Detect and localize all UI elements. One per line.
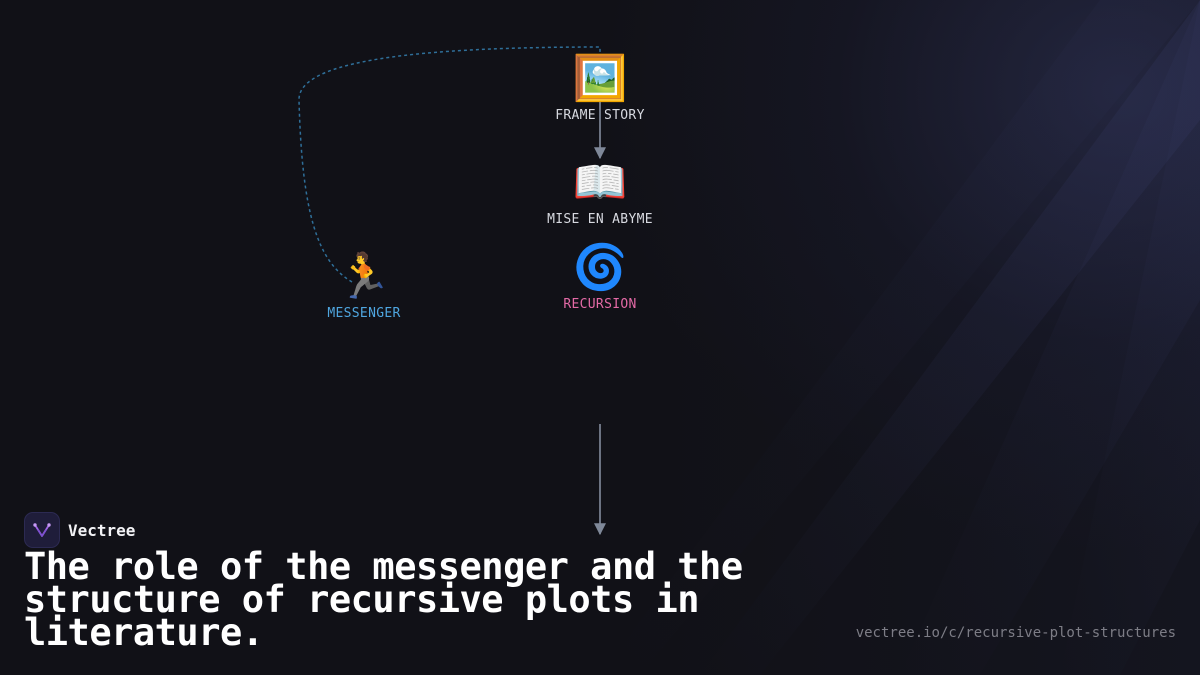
node-recursion: 🌀 RECURSION <box>563 242 637 313</box>
cyclone-icon: 🌀 <box>572 242 628 293</box>
node-messenger: 🏃 MESSENGER <box>327 251 401 322</box>
source-url[interactable]: vectree.io/c/recursive-plot-structures <box>855 625 1176 641</box>
edge-messenger-to-frame-story <box>298 46 601 283</box>
page-title: The role of the messenger and the struct… <box>24 545 743 654</box>
vectree-logo-icon <box>24 512 60 548</box>
running-person-icon: 🏃 <box>336 251 392 302</box>
node-frame-story: 🖼️ FRAME STORY <box>555 53 645 124</box>
node-label-mise-en-abyme: MISE EN ABYME <box>547 212 653 227</box>
open-book-icon: 📖 <box>572 157 628 208</box>
framed-picture-icon: 🖼️ <box>572 53 628 104</box>
node-mise-en-abyme: 📖 MISE EN ABYME <box>547 157 653 228</box>
brand: Vectree <box>24 512 135 548</box>
node-label-frame-story: FRAME STORY <box>555 108 645 123</box>
brand-name: Vectree <box>68 520 136 540</box>
node-label-messenger: MESSENGER <box>327 306 401 321</box>
node-label-recursion: RECURSION <box>563 297 637 312</box>
